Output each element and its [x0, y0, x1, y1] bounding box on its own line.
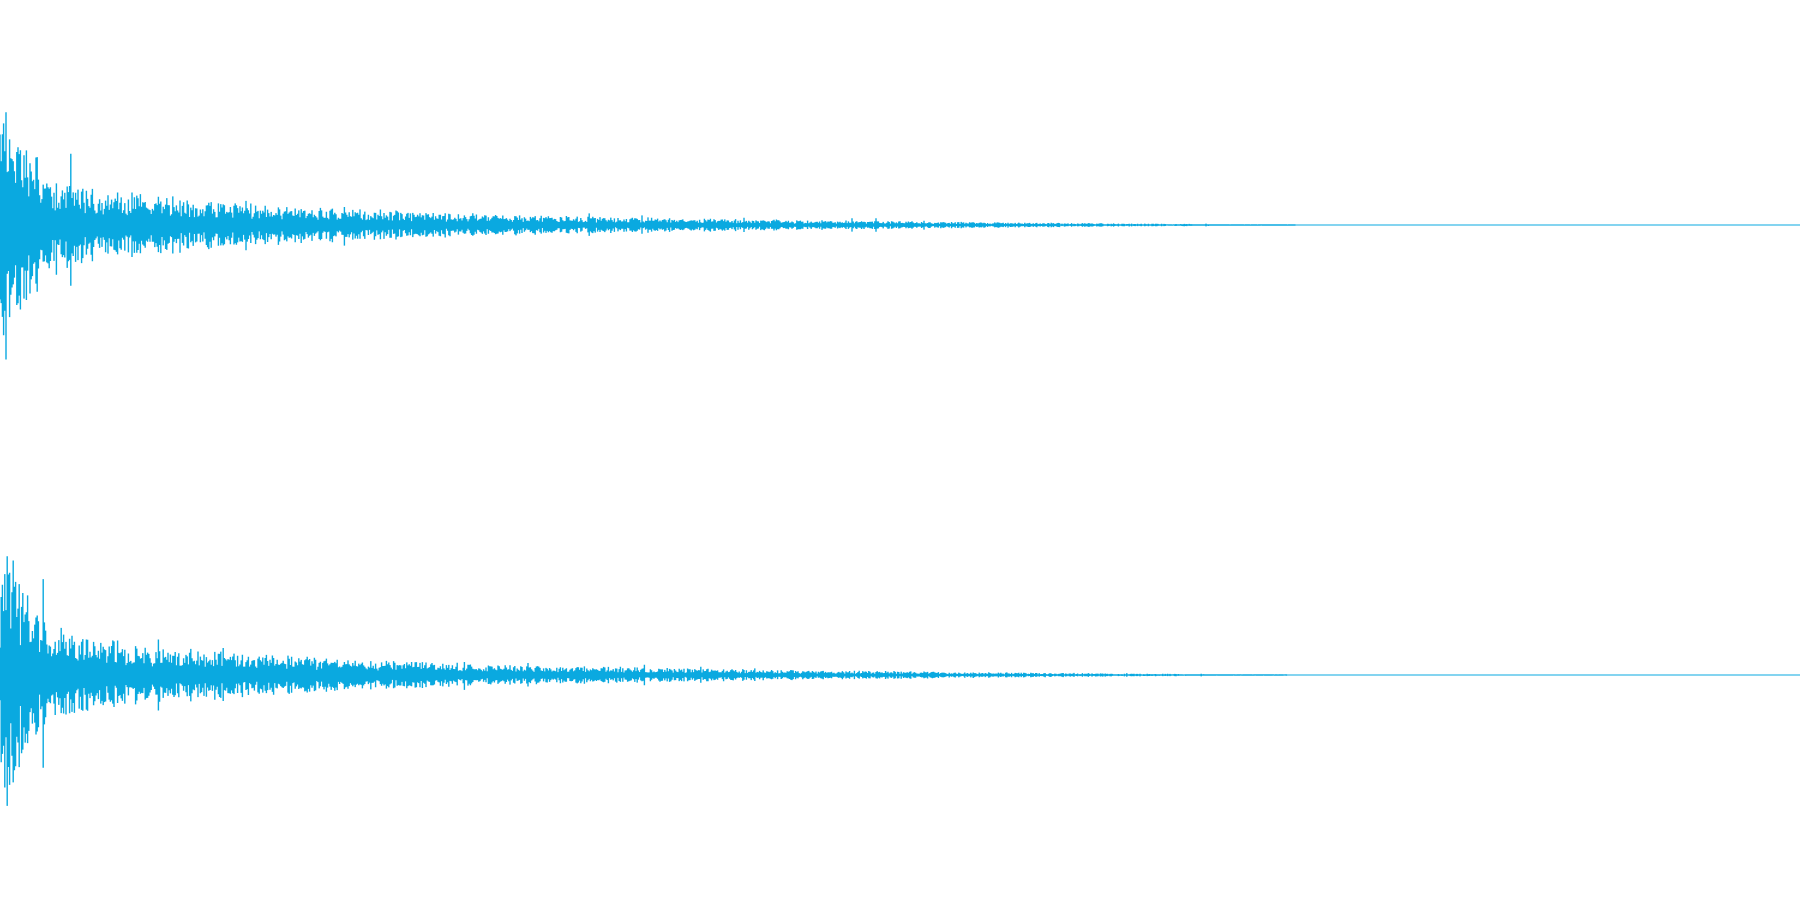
channel-top-waveform: [0, 112, 1800, 360]
channel-top-samples: [0, 112, 1296, 360]
channel-bottom-waveform: [0, 556, 1800, 806]
channel-bottom-samples: [0, 556, 1288, 806]
